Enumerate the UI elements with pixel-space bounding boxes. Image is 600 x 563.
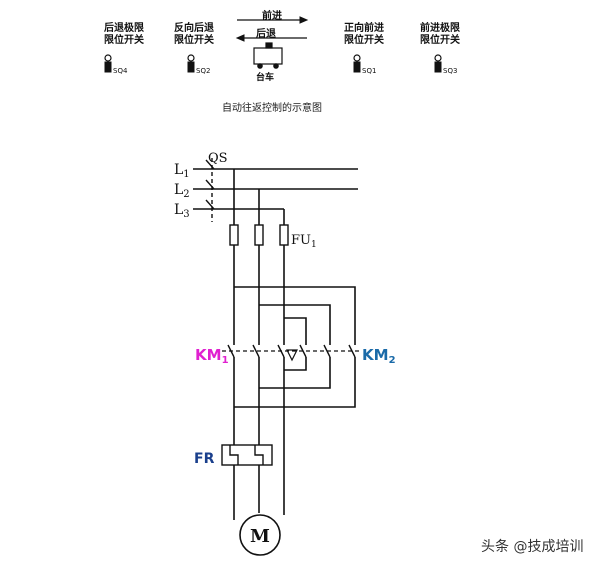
- trolley-label: 台车: [256, 73, 275, 83]
- forward-arrow-icon: [237, 16, 309, 24]
- watermark: 头条 @技成培训: [481, 539, 584, 555]
- switch-sq1-line2: 限位开关: [344, 35, 384, 46]
- sq1-tag: SQ1: [362, 67, 377, 75]
- diagram-caption: 自动往返控制的示意图: [222, 103, 322, 114]
- sq4-tag: SQ4: [113, 67, 128, 75]
- line-l3-label: L3: [174, 202, 190, 220]
- sq3-tag: SQ3: [443, 67, 458, 75]
- switch-sq3-line2: 限位开关: [420, 35, 460, 46]
- forward-label: 前进: [262, 11, 282, 22]
- fuse-icons: [229, 224, 289, 246]
- trolley-icon: [253, 42, 283, 69]
- fr-label: FR: [194, 451, 215, 467]
- backward-label: 后退: [256, 29, 276, 40]
- switch-sq3-line1: 前进极限: [420, 23, 460, 34]
- switch-label-sq4: 后退极限 限位开关: [100, 23, 148, 47]
- qs-label: QS: [208, 151, 228, 166]
- fuse-drops: [230, 169, 285, 225]
- switch-label-sq1: 正向前进 限位开关: [340, 23, 388, 47]
- line-l1-label: L1: [174, 162, 190, 180]
- switch-sq4-line1: 后退极限: [104, 23, 144, 34]
- switch-sq2-line2: 限位开关: [174, 35, 214, 46]
- km2-label: KM2: [362, 346, 396, 366]
- km1-label: KM1: [195, 346, 229, 366]
- switch-sq2-line1: 反向后退: [174, 23, 214, 34]
- limit-switch-sq4-icon: [104, 54, 112, 73]
- limit-switch-sq1-icon: [353, 54, 361, 73]
- switch-label-sq3: 前进极限 限位开关: [416, 23, 464, 47]
- switch-label-sq2: 反向后退 限位开关: [170, 23, 218, 47]
- backward-arrow-icon: [235, 34, 307, 42]
- limit-switch-sq2-icon: [187, 54, 195, 73]
- switch-sq4-line2: 限位开关: [104, 35, 144, 46]
- fuse-label: FU1: [291, 233, 317, 250]
- motor-label: M: [250, 526, 270, 547]
- motor-icon: [239, 514, 281, 556]
- interlock-icon: [286, 349, 298, 362]
- switch-sq1-line1: 正向前进: [344, 23, 384, 34]
- power-lines: [193, 168, 358, 210]
- sq2-tag: SQ2: [196, 67, 211, 75]
- limit-switch-sq3-icon: [434, 54, 442, 73]
- line-l2-label: L2: [174, 182, 190, 200]
- main-wiring: [233, 245, 356, 520]
- qs-switch-icon: [205, 158, 215, 222]
- fr-relay-icon: [221, 444, 273, 466]
